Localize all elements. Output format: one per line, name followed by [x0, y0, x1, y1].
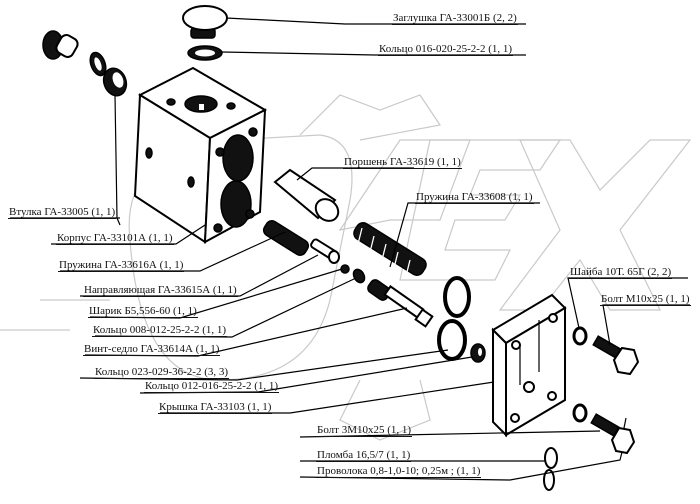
zaglushka-cap[interactable] — [182, 5, 228, 39]
label-pruzhina-608: Пружина ГА-33608 (1, 1) — [415, 191, 534, 204]
watermark-logo — [0, 94, 692, 441]
label-kryshka: Крышка ГА-33103 (1, 1) — [158, 401, 273, 414]
bolt-m10-bolt[interactable] — [592, 335, 640, 376]
label-pruzhina-616: Пружина ГА-33616А (1, 1) — [58, 259, 185, 272]
vtulka-plug[interactable] — [42, 30, 130, 99]
label-sharik: Шарик Б5,556-60 (1, 1) — [88, 305, 198, 318]
label-zaglushka: Заглушка ГА-33001Б (2, 2) — [392, 12, 518, 25]
label-koltso-008: Кольцо 008-012-25-2-2 (1, 1) — [92, 324, 228, 337]
shayba-washer-1[interactable] — [572, 326, 588, 346]
napravlyayushchaya-guide[interactable] — [310, 238, 340, 264]
plomba-seal[interactable] — [543, 447, 558, 491]
pruzhina-608-spring[interactable] — [351, 220, 428, 278]
sharik-ball[interactable] — [340, 264, 350, 274]
kryshka-cover-plate[interactable] — [491, 293, 567, 438]
bolt-3m10-bolt[interactable] — [590, 413, 636, 455]
label-provoloka: Проволока 0,8-1,0-10; 0,25м ; (1, 1) — [316, 465, 482, 478]
shayba-washer-2[interactable] — [572, 403, 588, 423]
porshen-piston[interactable] — [273, 168, 343, 225]
label-korpus: Корпус ГА-33101А (1, 1) — [56, 232, 174, 245]
label-bolt-3m10: Болт 3М10х25 (1, 1) — [316, 424, 413, 437]
label-plomba: Пломба 16,5/7 (1, 1) — [316, 449, 412, 462]
koltso-023-ring-1[interactable] — [443, 276, 471, 318]
vint-sedlo-screw[interactable] — [366, 278, 434, 328]
label-vint-sedlo: Винт-седло ГА-33614А (1, 1) — [83, 343, 221, 356]
label-koltso-012: Кольцо 012-016-25-2-2 (1, 1) — [144, 380, 280, 393]
label-napravlyayushchaya: Направляющая ГА-33615А (1, 1) — [83, 284, 238, 297]
koltso-023-ring-2[interactable] — [437, 319, 467, 361]
label-vtulka: Втулка ГА-33005 (1, 1) — [8, 206, 117, 219]
label-koltso-023: Кольцо 023-029-36-2-2 (3, 3) — [94, 366, 230, 379]
label-bolt-m10: Болт М10х25 (1, 1) — [600, 293, 691, 306]
label-shayba: Шайба 10Т. 65Г (2, 2) — [569, 266, 673, 279]
korpus-block[interactable] — [133, 66, 268, 244]
pruzhina-616-spring[interactable] — [261, 218, 310, 257]
koltso-008-ring[interactable] — [351, 267, 367, 284]
label-koltso-016: Кольцо 016-020-25-2-2 (1, 1) — [378, 43, 514, 56]
label-porshen: Поршень ГА-33619 (1, 1) — [343, 156, 462, 169]
koltso-012-ring[interactable] — [470, 343, 486, 363]
